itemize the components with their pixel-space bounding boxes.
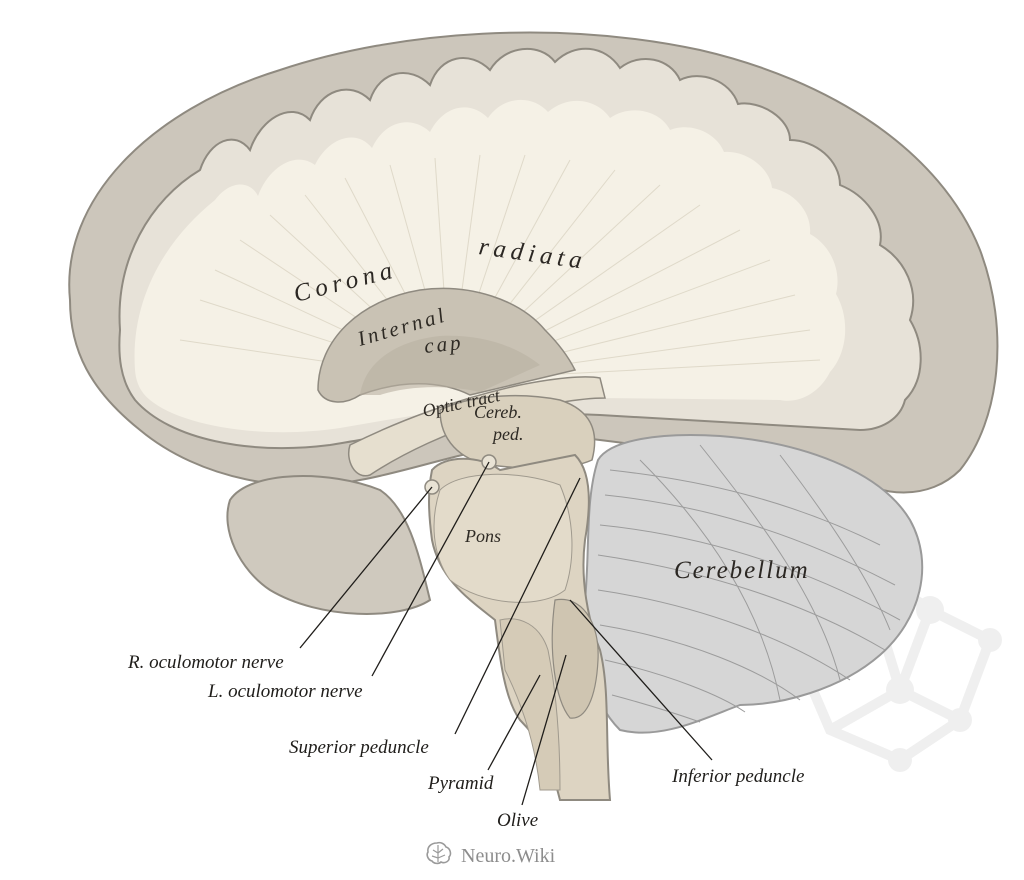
leader-r-oculomotor [299, 486, 433, 649]
white-matter [134, 99, 846, 433]
temporal-lobe [226, 475, 432, 615]
leader-superior-peduncle [454, 477, 581, 735]
cerebellum-folia [597, 444, 901, 723]
label-r-oculomotor-nerve: R. oculomotor nerve [127, 652, 284, 673]
internal-capsule-inner [360, 335, 540, 395]
leader-olive [521, 654, 567, 806]
brand-name: Neuro.Wiki [461, 845, 556, 867]
label-cerebellum: Cerebellum [674, 557, 810, 584]
leader-l-oculomotor [371, 461, 490, 677]
label-l-oculomotor-nerve: L. oculomotor nerve [207, 681, 363, 702]
label-inferior-peduncle: Inferior peduncle [671, 766, 804, 787]
label-cap: cap [423, 330, 465, 358]
pyramid-column [499, 618, 561, 791]
leader-lines [299, 461, 713, 806]
watermark-network [794, 552, 1002, 772]
callout-labels: R. oculomotor nerve L. oculomotor nerve … [127, 652, 804, 831]
brain-icon [426, 841, 452, 865]
label-cereb: Cereb. [474, 402, 522, 422]
label-pons: Pons [464, 526, 501, 546]
label-olive: Olive [497, 810, 538, 831]
pons-bulge [433, 473, 573, 603]
leader-inferior-peduncle [569, 599, 713, 761]
label-ped: ped. [491, 424, 524, 444]
leader-pyramid [487, 674, 541, 771]
label-superior-peduncle: Superior peduncle [289, 737, 429, 758]
label-pyramid: Pyramid [427, 773, 494, 794]
brand-logo: Neuro.Wiki [426, 841, 556, 867]
olive-bulge [551, 598, 599, 719]
